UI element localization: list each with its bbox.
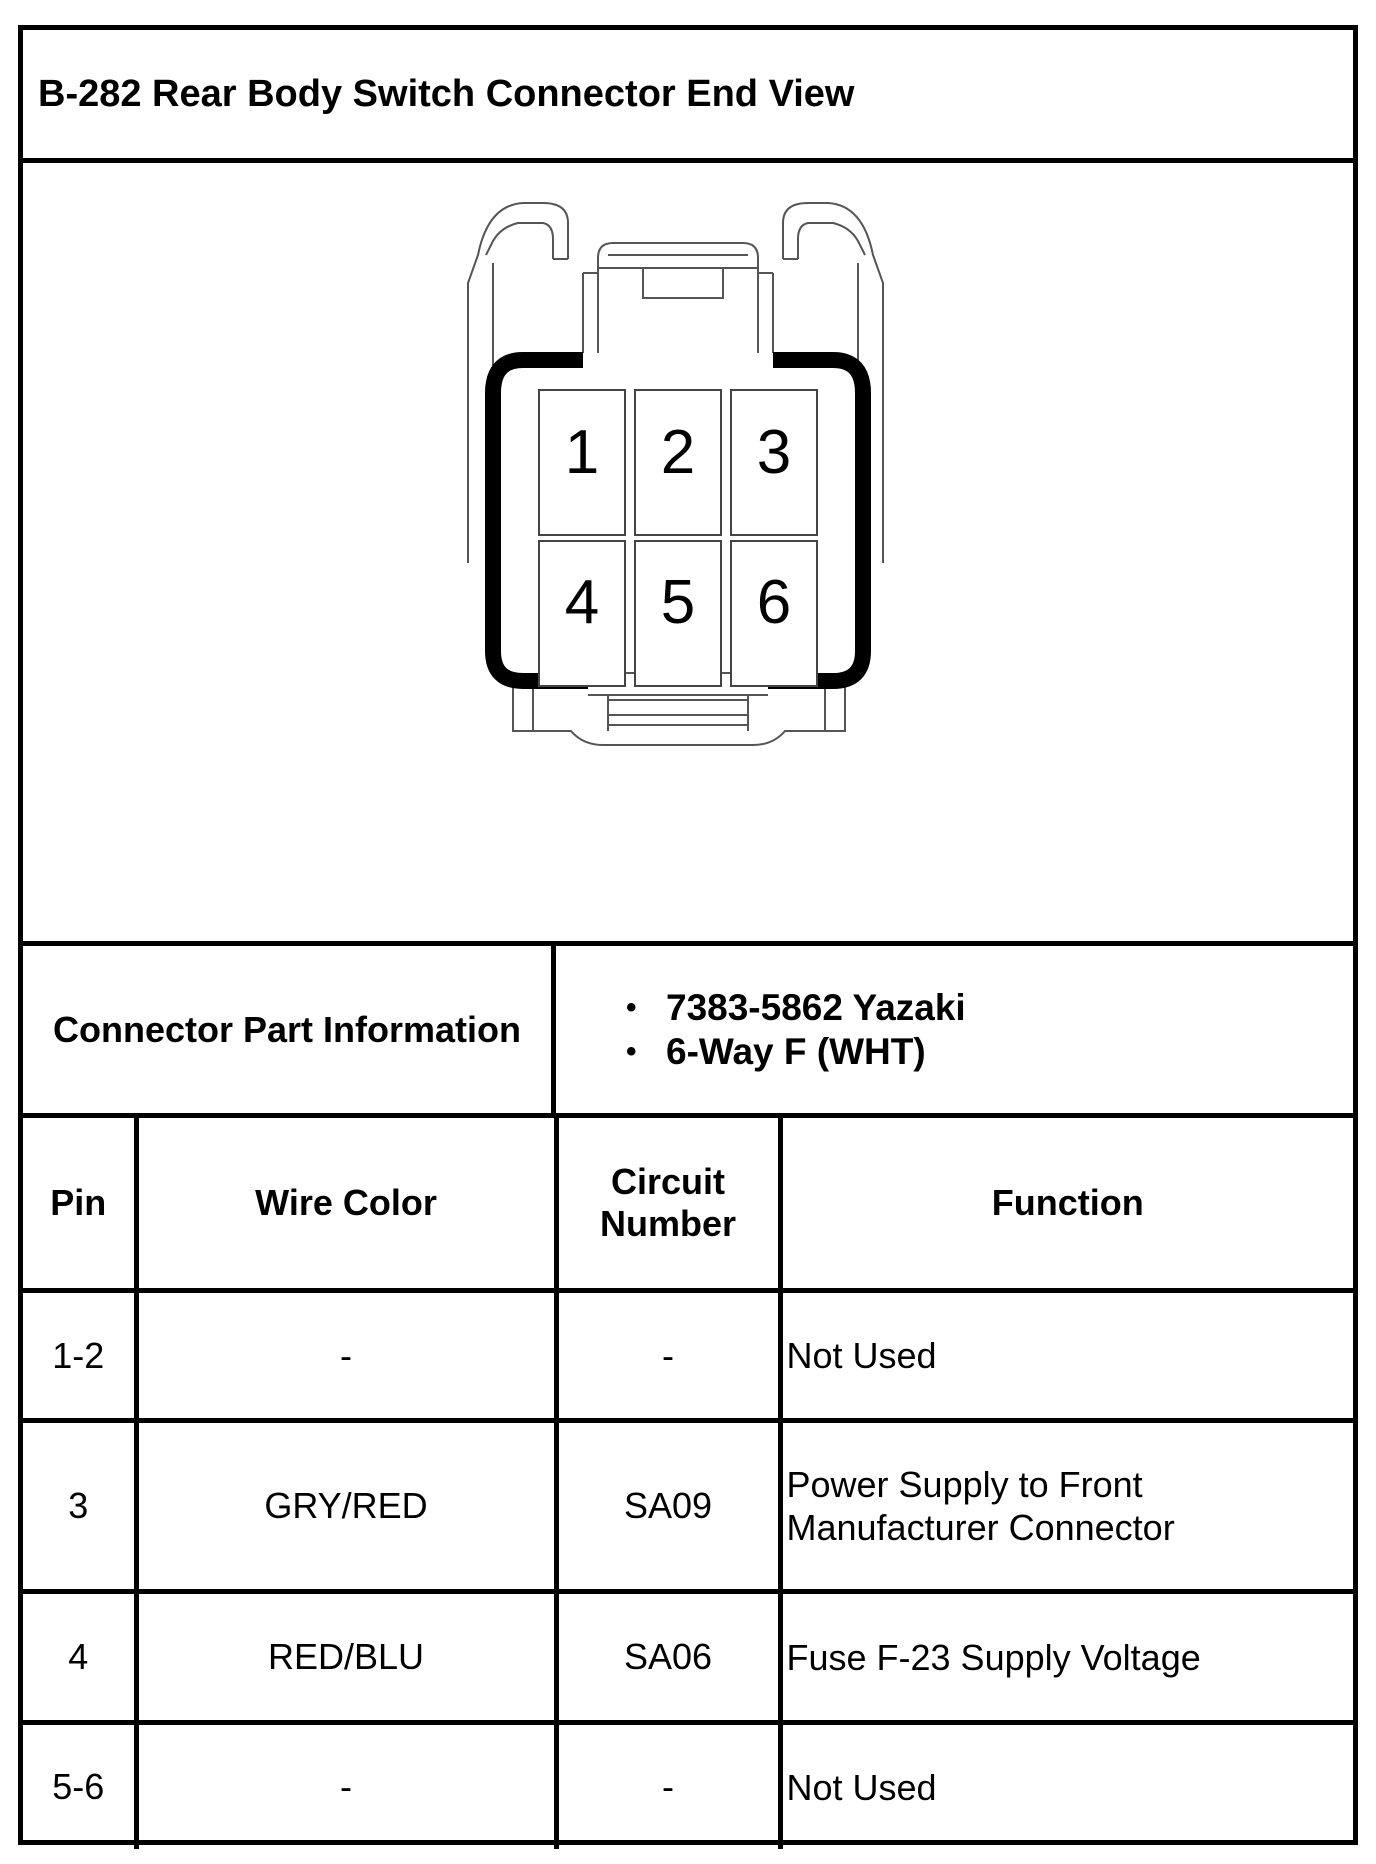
cell-function: Not Used bbox=[780, 1290, 1353, 1423]
part-info-label: Connector Part Information bbox=[23, 946, 556, 1113]
pin-label-4: 4 bbox=[565, 568, 599, 637]
cell-pin: 4 bbox=[23, 1591, 139, 1725]
header-function: Function bbox=[780, 1118, 1353, 1293]
cell-pin: 5-6 bbox=[23, 1722, 139, 1849]
pin-cavity-1 bbox=[538, 389, 626, 536]
pin-cavity-6 bbox=[730, 540, 818, 687]
cell-function: Fuse F-23 Supply Voltage bbox=[780, 1591, 1353, 1725]
part-info-item: • 7383-5862 Yazaki bbox=[626, 986, 966, 1028]
pin-cavity-2 bbox=[634, 389, 722, 536]
header-circuit-number: Circuit Number bbox=[556, 1118, 783, 1293]
bullet-icon: • bbox=[626, 1034, 637, 1068]
pin-label-6: 6 bbox=[757, 568, 791, 637]
table-row: 4 RED/BLU SA06 Fuse F-23 Supply Voltage bbox=[23, 1591, 1353, 1725]
cell-pin: 1-2 bbox=[23, 1290, 139, 1423]
pin-label-1: 1 bbox=[565, 418, 599, 487]
table-header-row: Pin Wire Color Circuit Number Function bbox=[23, 1118, 1353, 1293]
cell-wire-color: - bbox=[136, 1722, 559, 1849]
pin-cavity-4 bbox=[538, 540, 626, 687]
cell-circuit: - bbox=[556, 1722, 783, 1849]
connector-drawing: 1 2 3 4 5 6 bbox=[467, 202, 884, 746]
pinout-table: Pin Wire Color Circuit Number Function 1… bbox=[23, 1118, 1353, 1849]
cell-circuit: SA09 bbox=[556, 1420, 783, 1594]
connector-sheet: B-282 Rear Body Switch Connector End Vie… bbox=[18, 25, 1358, 1849]
connector-part-info: Connector Part Information • 7383-5862 Y… bbox=[23, 946, 1353, 1118]
cell-circuit: SA06 bbox=[556, 1591, 783, 1725]
header-pin: Pin bbox=[23, 1118, 139, 1293]
pin-label-3: 3 bbox=[757, 418, 791, 487]
table-row: 5-6 - - Not Used bbox=[23, 1722, 1353, 1849]
pin-cavity-5 bbox=[634, 540, 722, 687]
cell-function: Not Used bbox=[786, 1766, 937, 1808]
part-info-item: • 6-Way F (WHT) bbox=[626, 1030, 926, 1072]
pin-label-2: 2 bbox=[661, 418, 695, 487]
cell-wire-color: GRY/RED bbox=[136, 1420, 559, 1594]
pin-label-5: 5 bbox=[661, 568, 695, 637]
table-row: 3 GRY/RED SA09 Power Supply to Front Man… bbox=[23, 1420, 1353, 1594]
pin-cavity-3 bbox=[730, 389, 818, 536]
table-row: 1-2 - - Not Used bbox=[23, 1290, 1353, 1423]
cell-pin: 3 bbox=[23, 1420, 139, 1594]
cell-circuit: - bbox=[556, 1290, 783, 1423]
header-wire-color: Wire Color bbox=[136, 1118, 559, 1293]
sheet-title: B-282 Rear Body Switch Connector End Vie… bbox=[23, 30, 1353, 163]
bullet-icon: • bbox=[626, 990, 637, 1024]
cell-wire-color: - bbox=[136, 1290, 559, 1423]
part-info-list: • 7383-5862 Yazaki • 6-Way F (WHT) bbox=[556, 946, 1353, 1113]
cell-function: Power Supply to Front Manufacturer Conne… bbox=[780, 1420, 1353, 1594]
connector-end-view: 1 2 3 4 5 6 bbox=[23, 163, 1353, 946]
cell-wire-color: RED/BLU bbox=[136, 1591, 559, 1725]
